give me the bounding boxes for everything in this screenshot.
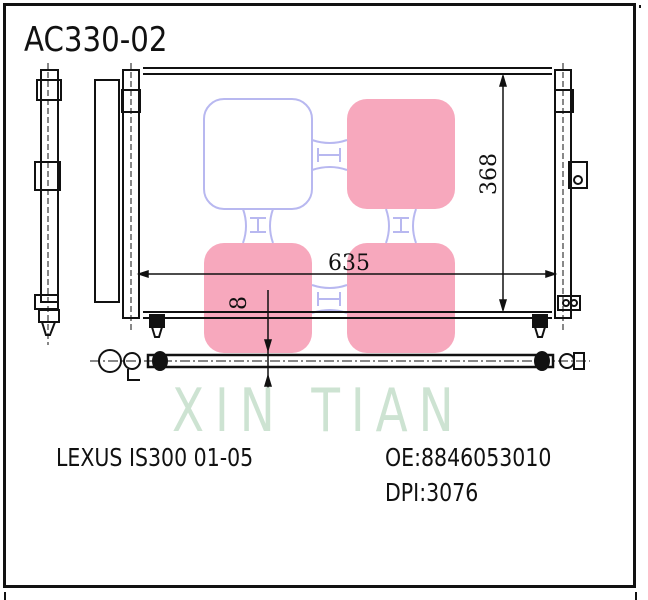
logo-watermark bbox=[203, 98, 455, 353]
height-dimension: 368 bbox=[477, 153, 502, 195]
width-dimension: 635 bbox=[328, 251, 370, 276]
oe-number-label: OE:8846053010 bbox=[385, 443, 552, 472]
condenser-core bbox=[121, 63, 588, 338]
watermark-text: XIN TIAN bbox=[172, 376, 465, 446]
thickness-dimension: 8 bbox=[227, 296, 252, 310]
vehicle-label: LEXUS IS300 01-05 bbox=[56, 443, 254, 472]
part-number-title: AC330-02 bbox=[24, 20, 168, 60]
dimension-lines bbox=[136, 73, 558, 410]
bottom-pipe-view bbox=[90, 349, 590, 381]
dpi-number-label: DPI:3076 bbox=[385, 478, 479, 507]
side-view bbox=[34, 63, 120, 345]
drawing-frame bbox=[3, 3, 636, 588]
